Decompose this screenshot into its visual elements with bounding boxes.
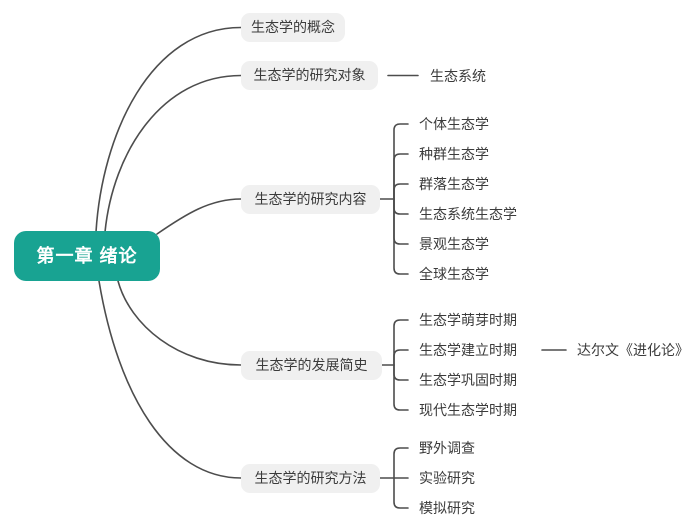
connector-branch3-child2 [393,153,409,200]
leaf-node-experimental-research[interactable]: 实验研究 [419,470,475,486]
leaf-node-darwin-evolution[interactable]: 达尔文《进化论》 [577,342,683,358]
connector-root-branch2 [104,74,242,233]
connector-root-branch1 [95,26,242,233]
root-node-chapter1[interactable]: 第一章 绪论 [14,231,160,281]
branch-node-research-content[interactable]: 生态学的研究内容 [241,184,380,214]
branch-node-development-history[interactable]: 生态学的发展简史 [241,350,382,380]
branch-node-research-methods[interactable]: 生态学的研究方法 [241,463,380,493]
leaf-node-modern-period[interactable]: 现代生态学时期 [419,402,517,418]
connector-root-branch3 [156,198,242,235]
connector-branch4-child2 [393,349,409,366]
leaf-node-germination-period[interactable]: 生态学萌芽时期 [419,312,517,328]
connector-branch5-child3 [393,477,409,509]
connector-branch4-child1 [393,319,409,366]
leaf-node-individual-ecology[interactable]: 个体生态学 [419,116,489,132]
leaf-node-simulation-research[interactable]: 模拟研究 [419,500,475,516]
connector-branch3-child3 [393,183,409,200]
leaf-node-ecosystem-ecology[interactable]: 生态系统生态学 [419,206,517,222]
connector-root-branch5 [98,280,242,479]
leaf-node-landscape-ecology[interactable]: 景观生态学 [419,236,489,252]
leaf-node-field-survey[interactable]: 野外调查 [419,440,475,456]
leaf-node-consolidation-period[interactable]: 生态学巩固时期 [419,372,517,388]
connector-branch3-child5 [393,198,409,245]
leaf-node-community-ecology[interactable]: 群落生态学 [419,176,489,192]
leaf-node-establishment-period[interactable]: 生态学建立时期 [419,342,517,358]
connector-branch4-child3 [393,364,409,381]
leaf-node-ecosystem[interactable]: 生态系统 [430,67,486,84]
connector-branch3-child1 [393,123,409,200]
leaf-node-global-ecology[interactable]: 全球生态学 [419,266,489,282]
connector-branch5-child1 [393,447,409,479]
connector-root-branch4 [117,280,242,366]
branch-node-research-object[interactable]: 生态学的研究对象 [241,61,378,90]
connector-branch3-child4 [393,198,409,215]
leaf-node-population-ecology[interactable]: 种群生态学 [419,146,489,162]
connector-branch4-child4 [393,364,409,411]
connector-branch3-child6 [393,198,409,275]
branch-node-concept[interactable]: 生态学的概念 [241,13,345,42]
